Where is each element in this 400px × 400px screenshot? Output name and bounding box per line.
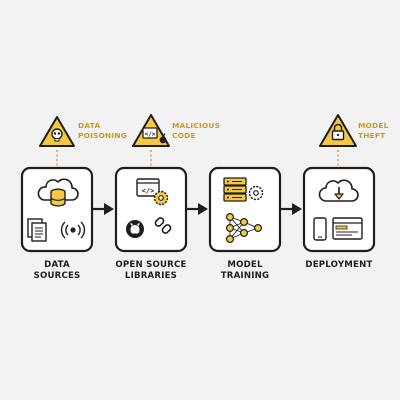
- skull-icon: [51, 128, 63, 142]
- cloud-download-icon: [318, 179, 359, 202]
- threat-label-line2: THEFT: [358, 131, 385, 140]
- threat-label-line2: CODE: [172, 131, 196, 140]
- threat-data-poisoning: DATA POISONING: [39, 116, 127, 166]
- stage-open-source-libraries: </>: [114, 166, 188, 253]
- svg-text:</>: </>: [142, 187, 155, 195]
- threat-label-line1: MODEL: [358, 121, 389, 130]
- svg-text:</>: </>: [145, 131, 156, 138]
- github-icon: [126, 220, 144, 238]
- code-bug-icon: </>: [142, 127, 167, 144]
- server-icon: [223, 177, 247, 202]
- link-icon: [154, 217, 172, 234]
- stage-model-training: [208, 166, 282, 253]
- gear-icon: [248, 185, 264, 201]
- neural-network-icon: [226, 213, 263, 244]
- threat-label-line2: POISONING: [78, 131, 127, 140]
- browser-window-icon: [332, 217, 363, 240]
- threat-model-theft: MODEL THEFT: [319, 114, 389, 166]
- documents-icon: [27, 218, 47, 242]
- stage-label-line1: DATA: [44, 260, 70, 270]
- flow-arrow-1: [92, 203, 114, 215]
- mobile-device-icon: [313, 217, 327, 241]
- code-window-icon: </>: [136, 178, 160, 197]
- threat-label-line1: MALICIOUS: [172, 121, 220, 130]
- threat-label-line1: DATA: [78, 121, 100, 130]
- padlock-icon: [331, 123, 345, 141]
- flow-arrow-3: [280, 203, 302, 215]
- stage-label-line2: TRAINING: [221, 271, 270, 281]
- stage-label-line2: SOURCES: [34, 271, 81, 281]
- stage-label-line1: DEPLOYMENT: [305, 260, 372, 270]
- stage-label-line1: OPEN SOURCE: [115, 260, 186, 270]
- stage-deployment: [302, 166, 376, 253]
- flow-arrow-2: [186, 203, 208, 215]
- stage-label-line1: MODEL: [227, 260, 263, 270]
- stage-data-sources: [20, 166, 94, 253]
- stage-label-line2: LIBRARIES: [125, 271, 177, 281]
- gear-icon: [153, 190, 169, 206]
- threat-malicious-code: </> MALICIOUS CODE: [132, 114, 220, 166]
- database-icon: [50, 188, 66, 207]
- wireless-signal-icon: [60, 221, 86, 239]
